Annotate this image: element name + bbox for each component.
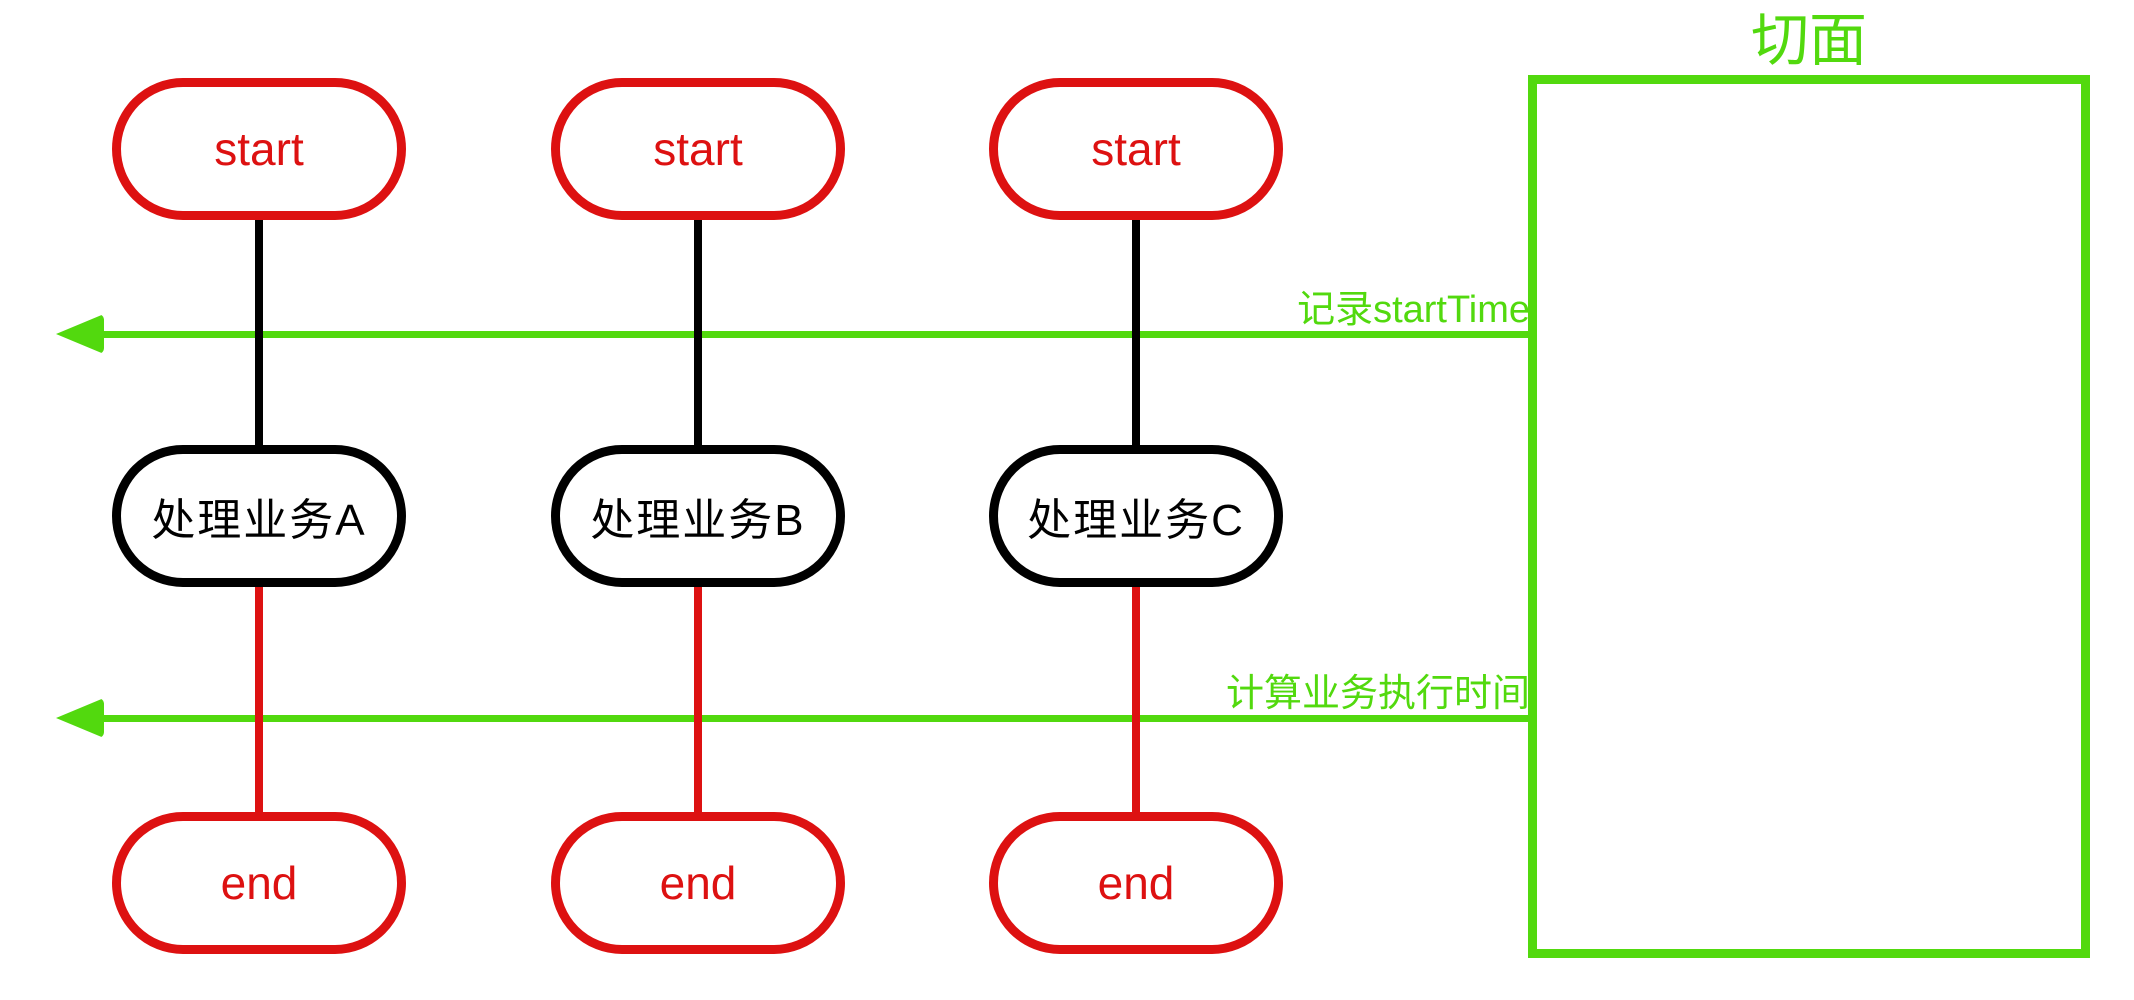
process-node: 处理业务B bbox=[551, 445, 845, 587]
process-node: 处理业务C bbox=[989, 445, 1283, 587]
end-node: end bbox=[112, 812, 406, 954]
end-node: end bbox=[989, 812, 1283, 954]
start-node: start bbox=[551, 78, 845, 220]
aspect-box bbox=[1528, 75, 2090, 958]
annotation-label-calc-exec-time: 计算业务执行时间 bbox=[1225, 673, 1530, 715]
connector-start-to-process bbox=[255, 160, 263, 490]
connector-start-to-process bbox=[1132, 160, 1140, 490]
annotation-label-record-starttime: 记录startTime bbox=[1297, 289, 1530, 331]
start-node: start bbox=[989, 78, 1283, 220]
process-node: 处理业务A bbox=[112, 445, 406, 587]
aspect-box-title: 切面 bbox=[1750, 8, 1867, 73]
connector-process-to-end bbox=[255, 510, 263, 870]
connector-start-to-process bbox=[694, 160, 702, 490]
connector-process-to-end bbox=[1132, 510, 1140, 870]
start-node: start bbox=[112, 78, 406, 220]
end-node: end bbox=[551, 812, 845, 954]
annotation-arrow-line-1 bbox=[96, 331, 1528, 338]
annotation-arrow-line-2 bbox=[96, 715, 1528, 722]
connector-process-to-end bbox=[694, 510, 702, 870]
